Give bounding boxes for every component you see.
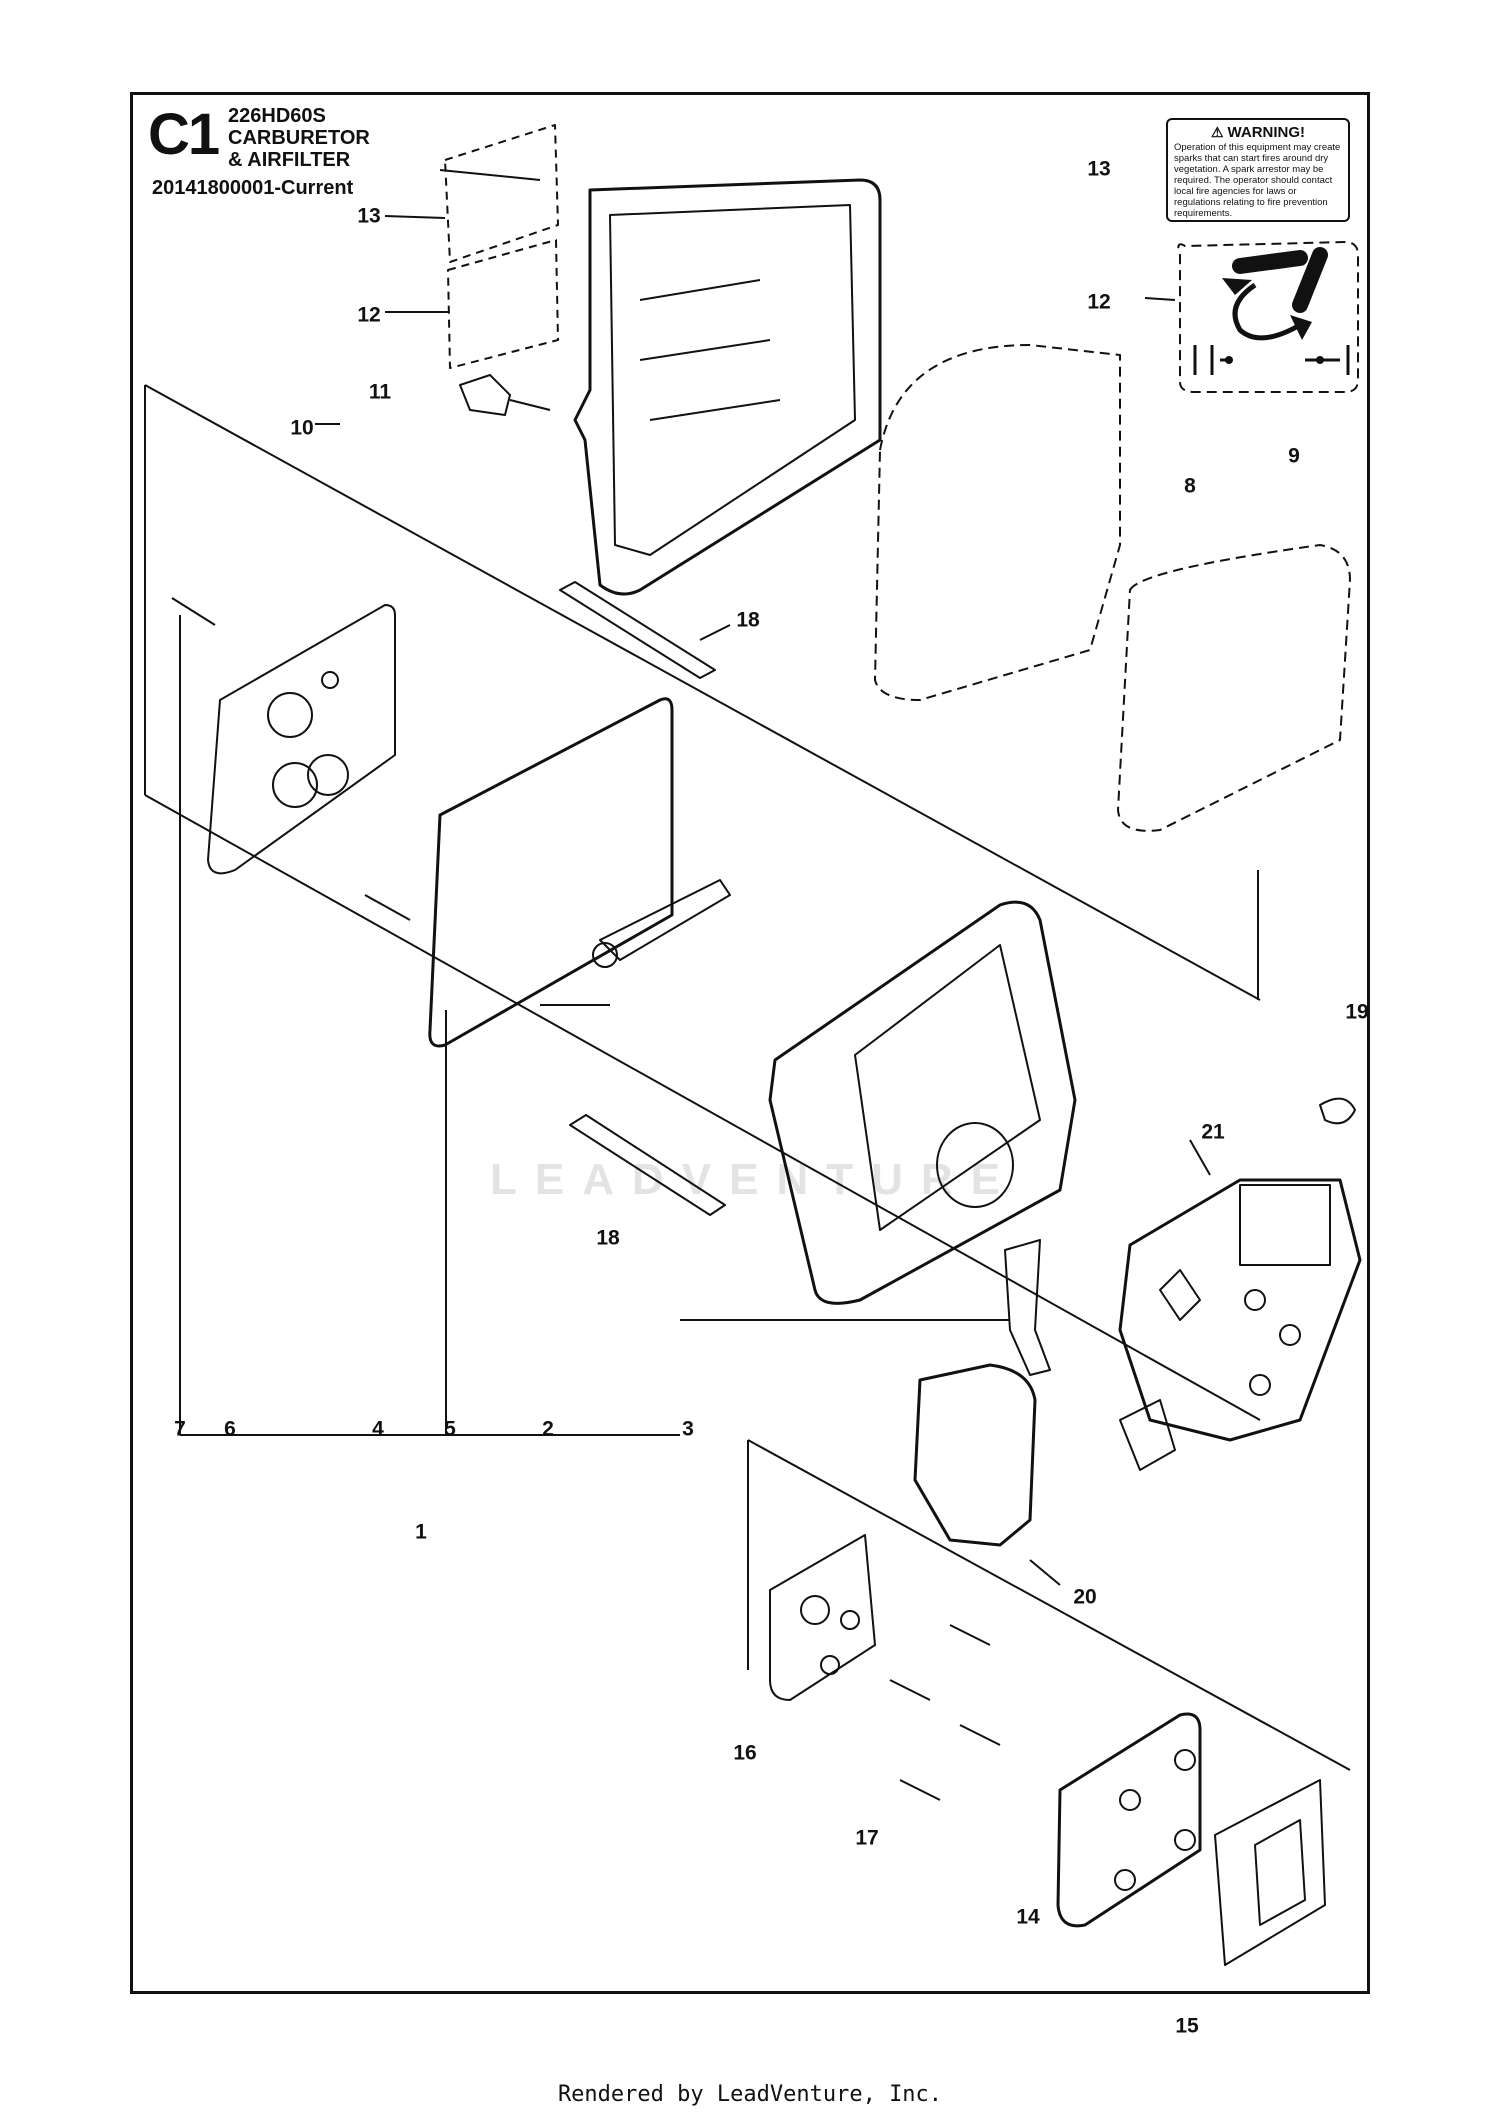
sheet-code: C1 bbox=[148, 102, 220, 167]
leader-line bbox=[144, 794, 1261, 1421]
warning-icon: ⚠ bbox=[1210, 124, 1224, 140]
callout-gasket-3: 15 bbox=[1175, 2014, 1199, 2038]
callout-filter-element: 9 bbox=[1288, 444, 1300, 468]
leader-line bbox=[144, 384, 1261, 1001]
callout-pin-lower: 18 bbox=[596, 1226, 620, 1250]
callout-prefilter: 8 bbox=[1184, 474, 1196, 498]
watermark: LEADVENTURE bbox=[490, 1155, 1019, 1204]
choke-decal bbox=[1177, 240, 1359, 393]
callout-lever: 2 bbox=[542, 1417, 554, 1441]
callout-link: 3 bbox=[682, 1417, 694, 1441]
warning-text: Operation of this equipment may create s… bbox=[1174, 142, 1341, 219]
callout-knob: 11 bbox=[368, 380, 392, 404]
callout-screw: 7 bbox=[174, 1417, 186, 1441]
callout-screw-2: 4 bbox=[372, 1417, 384, 1441]
callout-gasket-2: 16 bbox=[733, 1741, 757, 1765]
callout-warning-decal: 13 bbox=[1087, 157, 1111, 181]
callout-choke-decal: 12 bbox=[1087, 290, 1111, 314]
diagram-frame bbox=[130, 92, 1370, 1994]
callout-carburetor: 21 bbox=[1201, 1120, 1225, 1144]
callout-gasket: 5 bbox=[444, 1417, 456, 1441]
callout-fuel-pump-cover: 20 bbox=[1073, 1585, 1097, 1609]
callout-intake: 14 bbox=[1016, 1905, 1040, 1929]
callout-pin-upper: 18 bbox=[736, 608, 760, 632]
callout-bolts: 17 bbox=[855, 1826, 879, 1850]
callout-housing: 19 bbox=[1345, 1000, 1369, 1024]
page-title-line2: & AIRFILTER bbox=[228, 149, 351, 171]
callout-decal-left: 13 bbox=[357, 204, 381, 228]
callout-cover: 10 bbox=[290, 416, 314, 440]
warning-title: ⚠WARNING! bbox=[1210, 124, 1306, 141]
page-title-line1: CARBURETOR bbox=[228, 127, 370, 149]
warning-decal: ⚠WARNING! Operation of this equipment ma… bbox=[1166, 118, 1350, 222]
footer-credit: Rendered by LeadVenture, Inc. bbox=[557, 2082, 943, 2107]
revision-code: 20141800001-Current bbox=[152, 177, 354, 199]
callout-decal-left: 12 bbox=[357, 303, 381, 327]
callout-plate: 6 bbox=[224, 1417, 236, 1441]
callout-assembly: 1 bbox=[415, 1520, 427, 1544]
model-number: 226HD60S bbox=[228, 105, 326, 127]
